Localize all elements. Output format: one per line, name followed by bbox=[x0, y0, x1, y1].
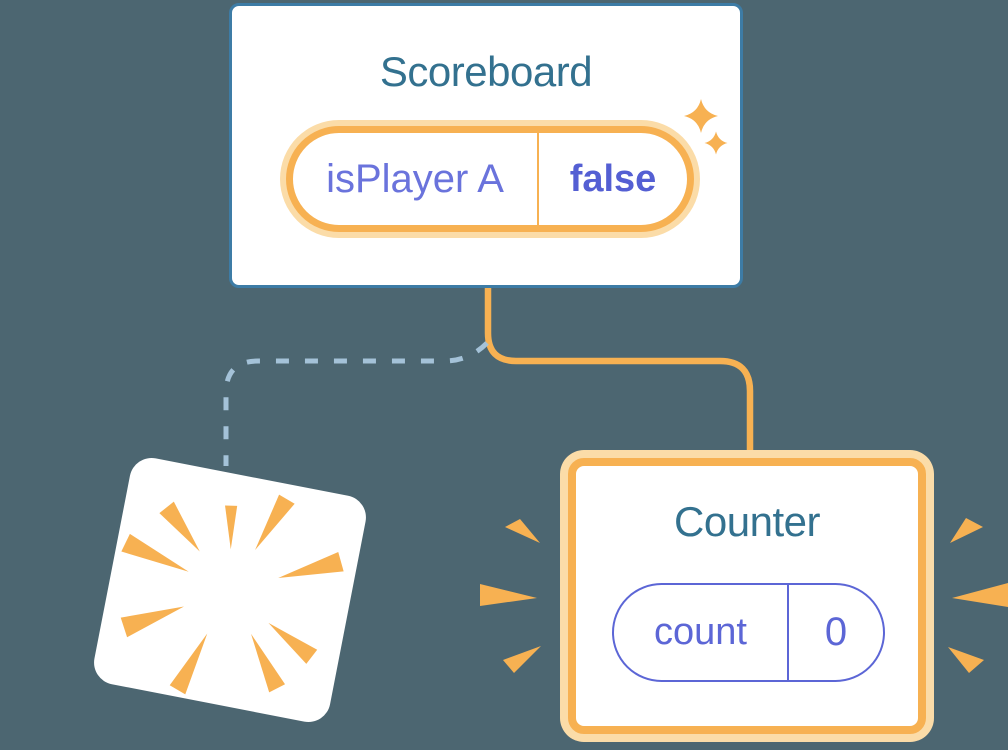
poof-ray bbox=[225, 505, 238, 550]
poof-ray bbox=[251, 633, 286, 693]
counter-value-label: 0 bbox=[824, 610, 848, 654]
counter-key-label: count bbox=[654, 611, 747, 653]
counter-value-cell: 0 bbox=[787, 585, 883, 680]
poof-ray bbox=[169, 633, 208, 695]
counter-card-border: Counter count 0 bbox=[568, 458, 926, 734]
scoreboard-state-pill: isPlayer A false bbox=[280, 120, 700, 238]
poof-ray bbox=[159, 501, 200, 552]
poof-burst-icon bbox=[120, 494, 344, 695]
counter-key-cell: count bbox=[614, 585, 787, 680]
state-pill-border: isPlayer A false bbox=[286, 126, 694, 232]
scoreboard-title: Scoreboard bbox=[379, 48, 593, 95]
state-key-label: isPlayer A bbox=[326, 156, 504, 201]
state-value-cell: false bbox=[537, 133, 687, 225]
state-key-cell: isPlayer A bbox=[293, 133, 537, 225]
state-value-label: false bbox=[569, 157, 657, 200]
scoreboard-card: Scoreboard isPlayer A false bbox=[229, 3, 743, 288]
counter-state-pill: count 0 bbox=[612, 583, 885, 682]
poof-ray bbox=[268, 622, 318, 664]
poof-ray bbox=[121, 533, 189, 572]
counter-title: Counter bbox=[674, 498, 820, 545]
counter-card: Counter count 0 bbox=[560, 450, 934, 742]
poof-ray bbox=[120, 606, 185, 638]
poof-ray bbox=[278, 551, 344, 578]
poof-card bbox=[90, 454, 370, 726]
poof-ray bbox=[255, 494, 295, 551]
